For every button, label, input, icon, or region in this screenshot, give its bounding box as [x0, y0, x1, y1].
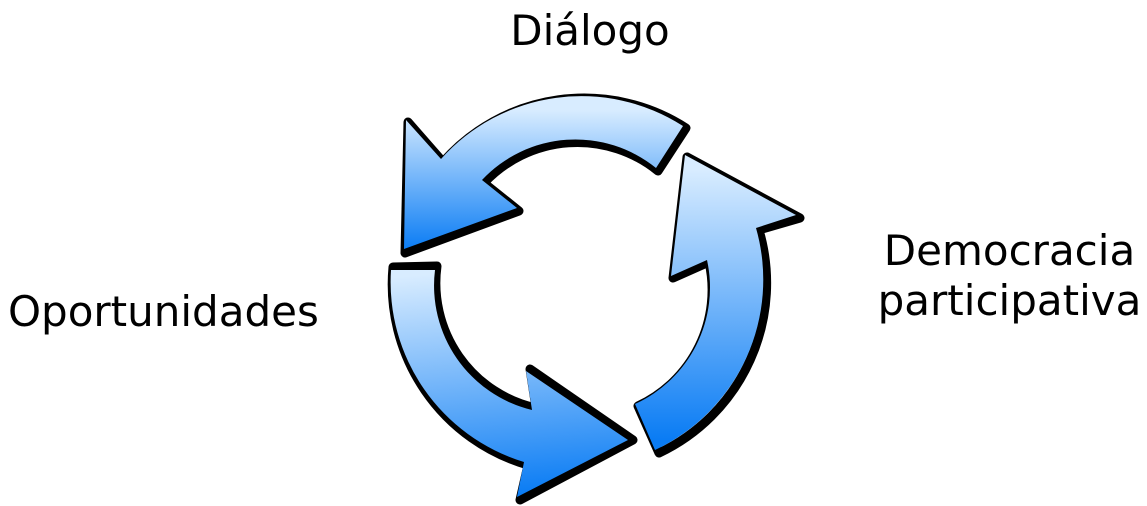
cycle-arrow-top: [400, 93, 691, 258]
label-dialogo: Diálogo: [510, 6, 670, 55]
label-democracia-line-2: participativa: [877, 276, 1142, 325]
label-oportunidades: Oportunidades: [8, 287, 319, 336]
cycle-arrow-right: [633, 152, 805, 458]
label-democracia-line-1: Democracia: [883, 226, 1136, 275]
cycle-arrow-left: [387, 261, 638, 505]
label-democracia-participativa: Democracia participativa: [872, 226, 1147, 326]
